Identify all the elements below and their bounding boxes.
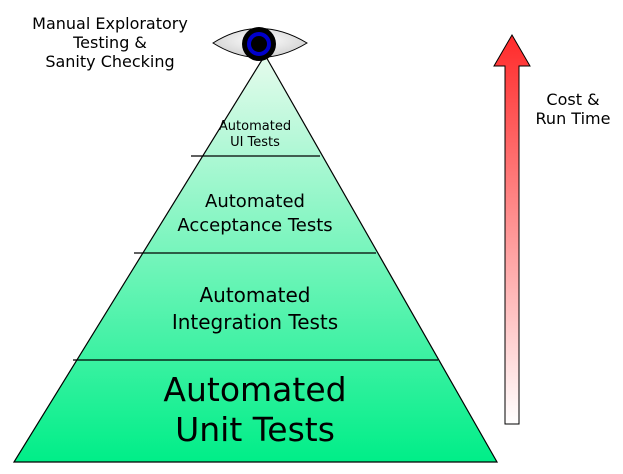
layer-ui-label: Automated UI Tests xyxy=(185,119,325,150)
layer-ui-line-1: Automated xyxy=(218,119,292,134)
layer-integration-line-2: Integration Tests xyxy=(171,310,339,334)
eye-caption-line-3: Sanity Checking xyxy=(45,52,175,72)
eye-caption: Manual Exploratory Testing & Sanity Chec… xyxy=(10,14,210,72)
layer-unit-line-2: Unit Tests xyxy=(175,409,335,449)
layer-unit-label: Automated Unit Tests xyxy=(115,370,395,449)
layer-acceptance-label: Automated Acceptance Tests xyxy=(140,190,370,239)
arrow-label-line-2: Run Time xyxy=(535,109,611,129)
arrow-label-line-1: Cost & xyxy=(546,90,600,109)
arrow-label: Cost & Run Time xyxy=(528,90,618,128)
cost-arrow xyxy=(493,34,531,425)
eye-caption-line-1: Manual Exploratory xyxy=(32,14,188,33)
layer-acceptance-line-2: Acceptance Tests xyxy=(177,215,333,237)
eye-caption-line-2: Testing & xyxy=(73,33,147,53)
layer-ui-line-2: UI Tests xyxy=(230,134,280,150)
layer-integration-line-1: Automated xyxy=(199,283,311,307)
layer-integration-label: Automated Integration Tests xyxy=(135,282,375,336)
layer-acceptance-line-1: Automated xyxy=(205,191,305,212)
eye-icon xyxy=(212,27,308,61)
layer-unit-line-1: Automated xyxy=(163,370,347,409)
